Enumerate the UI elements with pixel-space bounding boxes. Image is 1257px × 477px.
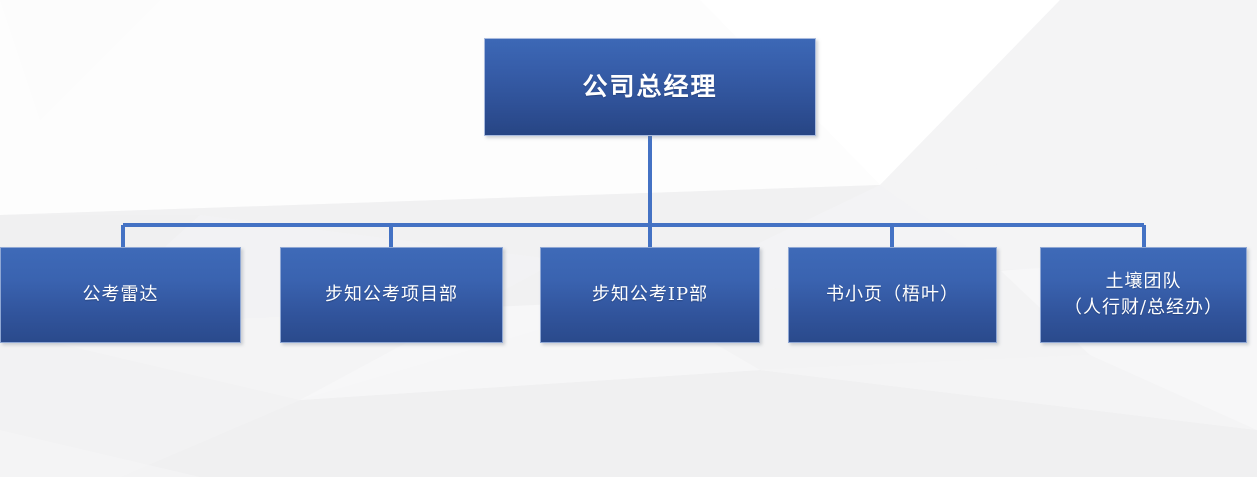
org-node-3-label: 步知公考IP部 (591, 283, 709, 305)
org-node-gongkao-leida[interactable]: 公考雷达 (0, 247, 241, 343)
org-node-2-label: 步知公考项目部 (325, 283, 458, 305)
org-node-shuxiaoye-wuye[interactable]: 书小页（梧叶） (788, 247, 997, 343)
org-node-turang-tuandui[interactable]: 土壤团队 （人行财/总经办） (1040, 247, 1247, 343)
org-node-4-label: 书小页（梧叶） (826, 283, 959, 305)
org-node-root-label: 公司总经理 (582, 72, 718, 101)
org-node-1-label: 公考雷达 (82, 283, 159, 305)
org-node-buzhi-gongkao-ipbu[interactable]: 步知公考IP部 (540, 247, 760, 343)
org-node-5-label: 土壤团队 （人行财/总经办） (1063, 270, 1224, 318)
org-node-buzhi-gongkao-xiangmubu[interactable]: 步知公考项目部 (280, 247, 503, 343)
org-node-root[interactable]: 公司总经理 (484, 38, 816, 136)
